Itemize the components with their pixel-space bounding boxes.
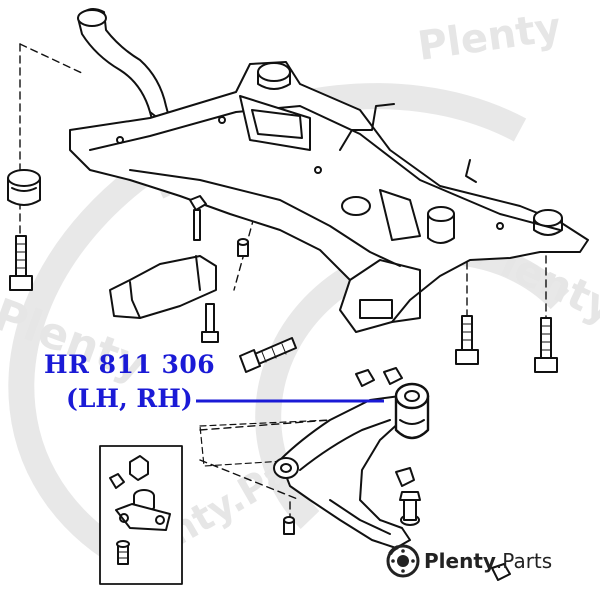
subframe-mount-center (341, 196, 371, 216)
watermark-text-top: Plenty (415, 4, 564, 70)
arm-bolt-small (283, 516, 295, 535)
rear-lower-arm-bushing (394, 382, 430, 440)
subframe-bushing-left (7, 169, 41, 206)
ball-joint-nut (491, 563, 511, 581)
heat-shield-bracket (109, 255, 217, 319)
engine-mount (427, 206, 455, 244)
watermark-ring-large (8, 83, 527, 572)
part-number-label: HR 811 306 (44, 350, 216, 379)
ball-joint (399, 491, 421, 526)
control-arm-pivot-bolt (239, 337, 297, 373)
front-subframe (69, 61, 589, 333)
subframe-bolt-right-inner (455, 315, 479, 365)
bolt-small-lower (201, 303, 219, 343)
brand-name-main: Plenty (424, 549, 496, 573)
watermark-ring-small (255, 238, 570, 530)
nut-small-mid (237, 238, 249, 257)
subframe-mount-front-right (533, 209, 563, 227)
brand-logo: Plenty.Parts (386, 544, 552, 578)
watermark-layer (8, 83, 570, 572)
subframe-bolt-right-outer (534, 317, 558, 373)
side-label: (LH, RH) (66, 384, 193, 413)
bolt-small-top (189, 195, 207, 241)
brand-name-suffix: .Parts (495, 549, 553, 573)
front-arm-bushing (273, 457, 299, 479)
brand-name: Plenty.Parts (424, 549, 552, 573)
subframe-mount-rear-left (257, 62, 291, 82)
lower-control-arm (273, 395, 411, 549)
subframe-bolt-left (9, 235, 33, 291)
line-art (7, 8, 589, 585)
brake-disc-icon (386, 544, 420, 578)
arm-nut-right (395, 467, 415, 487)
bushing-nut-left (355, 369, 375, 387)
ball-joint-detail-inset (99, 445, 183, 585)
bushing-nut-right (383, 367, 403, 385)
